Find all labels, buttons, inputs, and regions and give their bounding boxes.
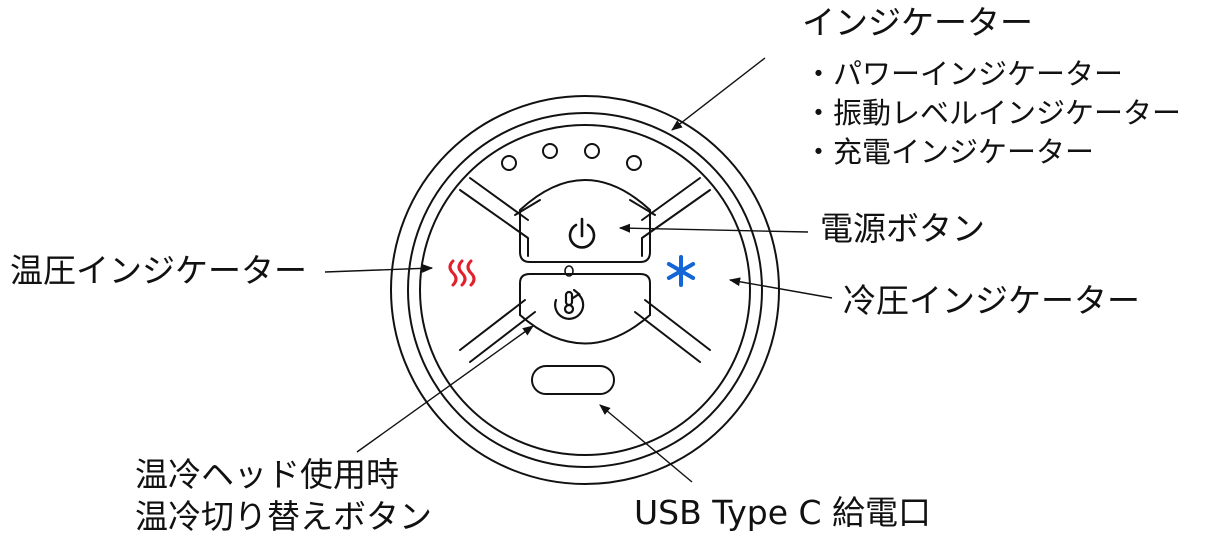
indicator-dot xyxy=(542,143,558,159)
indicator-dot xyxy=(584,143,600,159)
indicator-item-vibration: 振動レベルインジケーター xyxy=(804,99,1181,128)
heat-waves-icon xyxy=(448,259,476,287)
power-button[interactable] xyxy=(519,179,651,263)
usb-port-label: USB Type C 給電口 xyxy=(634,493,932,532)
x-groove-decoration xyxy=(459,177,711,363)
status-led xyxy=(564,265,574,277)
thermometer-switch-icon xyxy=(554,288,585,320)
leader-lines xyxy=(324,57,833,483)
device-bezel-ring xyxy=(407,112,763,468)
leader-usb-port xyxy=(599,404,693,483)
leader-warm-indicator xyxy=(324,263,434,273)
indicator-item-power: パワーインジケーター xyxy=(804,60,1123,89)
device-outer-ring xyxy=(390,95,780,485)
indicator-title: インジケーター xyxy=(802,3,1033,42)
device-face xyxy=(419,124,751,456)
indicator-dot xyxy=(626,155,642,171)
indicator-item-charge: 充電インジケーター xyxy=(804,138,1094,167)
usb-type-c-port xyxy=(531,365,615,395)
leader-cold-indicator xyxy=(728,277,833,299)
cold-indicator-label: 冷圧インジケーター xyxy=(843,281,1140,320)
level-indicator-dots xyxy=(501,143,642,171)
power-icon xyxy=(568,217,596,249)
switch-button-label-line1: 温冷ヘッド使用時 xyxy=(135,455,399,494)
leader-switch-button xyxy=(356,325,534,453)
indicator-dot xyxy=(501,155,517,171)
leader-indicator xyxy=(671,57,766,131)
leader-power-button xyxy=(618,223,809,233)
warm-cold-switch-button[interactable] xyxy=(519,273,651,345)
warm-indicator-label: 温圧インジケーター xyxy=(10,251,307,290)
power-button-label: 電源ボタン xyxy=(820,209,985,248)
snowflake-icon xyxy=(666,255,696,287)
switch-button-label-line2: 温冷切り替えボタン xyxy=(135,497,432,536)
